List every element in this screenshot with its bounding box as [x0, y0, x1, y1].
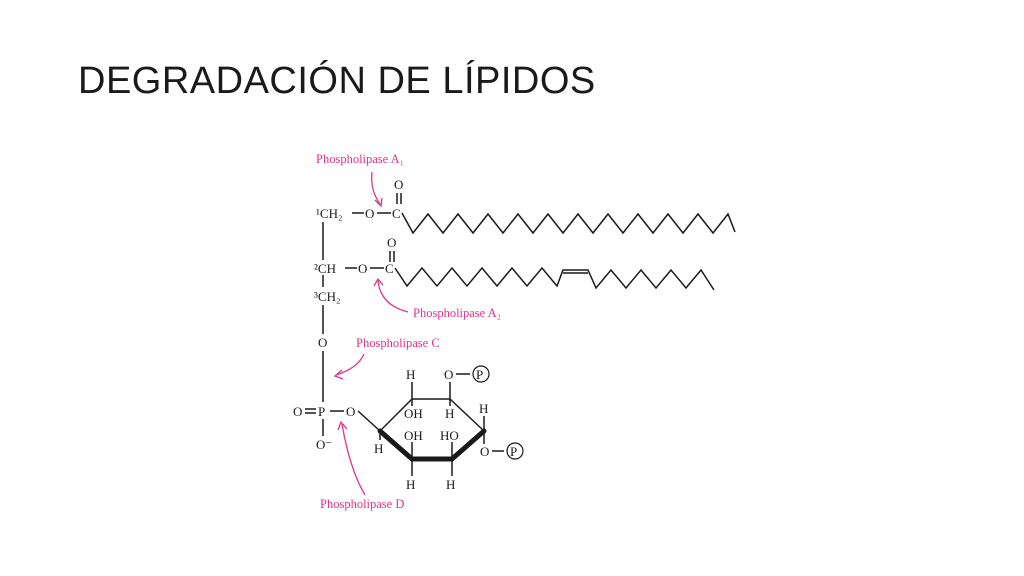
- phospholipase-a1-label: Phospholipase A₁: [316, 152, 404, 166]
- phospholipase-d-arrow: [341, 423, 366, 496]
- phospholipase-d-arrowhead: [337, 420, 348, 431]
- h-top-right: H: [445, 406, 454, 421]
- phospholipase-a2-label: Phospholipase A₂: [413, 306, 501, 320]
- phospholipase-a1-arrow: [371, 171, 381, 205]
- glycerol-c1: ¹CH₂: [316, 206, 343, 221]
- ring-bond-top-right: [449, 398, 485, 432]
- glycerol-c3: ³CH₂: [314, 289, 341, 304]
- ho-bottom-right: HO: [440, 428, 459, 443]
- o-top-right: O: [444, 367, 453, 382]
- phospholipase-c-arrowhead: [333, 369, 344, 380]
- h-bottom-left: H: [406, 477, 415, 492]
- phosphate-circle-top: [472, 365, 490, 383]
- phospholipase-a1-arrowhead: [374, 197, 383, 208]
- ring-bond-bottom-left: [377, 428, 415, 462]
- phosphorus: P: [318, 404, 325, 419]
- ester-o-1: O: [365, 206, 374, 221]
- phospholipase-c-label: Phospholipase C: [356, 336, 440, 350]
- carbonyl-c-2: C: [385, 261, 394, 276]
- h-bottom-right: H: [446, 477, 455, 492]
- bond-o-ring: [357, 410, 381, 432]
- phospholipase-a2-arrowhead: [373, 277, 384, 287]
- o-right: O: [480, 444, 489, 459]
- h-left: H: [374, 441, 383, 456]
- carbonyl-o-1: O: [394, 177, 403, 192]
- phospholipase-d-label: Phospholipase D: [320, 497, 404, 511]
- fatty-acid-chain-1: [401, 212, 736, 235]
- slide-title: DEGRADACIÓN DE LÍPIDOS: [78, 60, 596, 102]
- phosphate-circle-right: [506, 442, 524, 460]
- oh-bottom-left: OH: [404, 428, 423, 443]
- ring-bond-bottom-right: [449, 428, 487, 462]
- ring-bond-top-left: [379, 398, 413, 432]
- phospholipase-a2-arrow: [377, 279, 409, 313]
- phosphate-symbol-right: P: [510, 444, 517, 459]
- oh-top-left: OH: [404, 406, 423, 421]
- glycerol-c2: ²CH: [314, 261, 336, 276]
- h-top-left: H: [406, 367, 415, 382]
- ester-o-2: O: [358, 261, 367, 276]
- phosphate-double-o: O: [293, 404, 302, 419]
- h-right: H: [479, 401, 488, 416]
- inositol-linking-o: O: [346, 404, 355, 419]
- phosphoester-o: O: [318, 335, 327, 350]
- fatty-acid-chain-2: [394, 266, 715, 291]
- carbonyl-o-2: O: [387, 235, 396, 250]
- phospholipase-c-arrow: [335, 353, 365, 376]
- carbonyl-c-1: C: [392, 206, 401, 221]
- phosphate-symbol-top: P: [476, 367, 483, 382]
- phosphate-o-minus: O⁻: [316, 437, 332, 452]
